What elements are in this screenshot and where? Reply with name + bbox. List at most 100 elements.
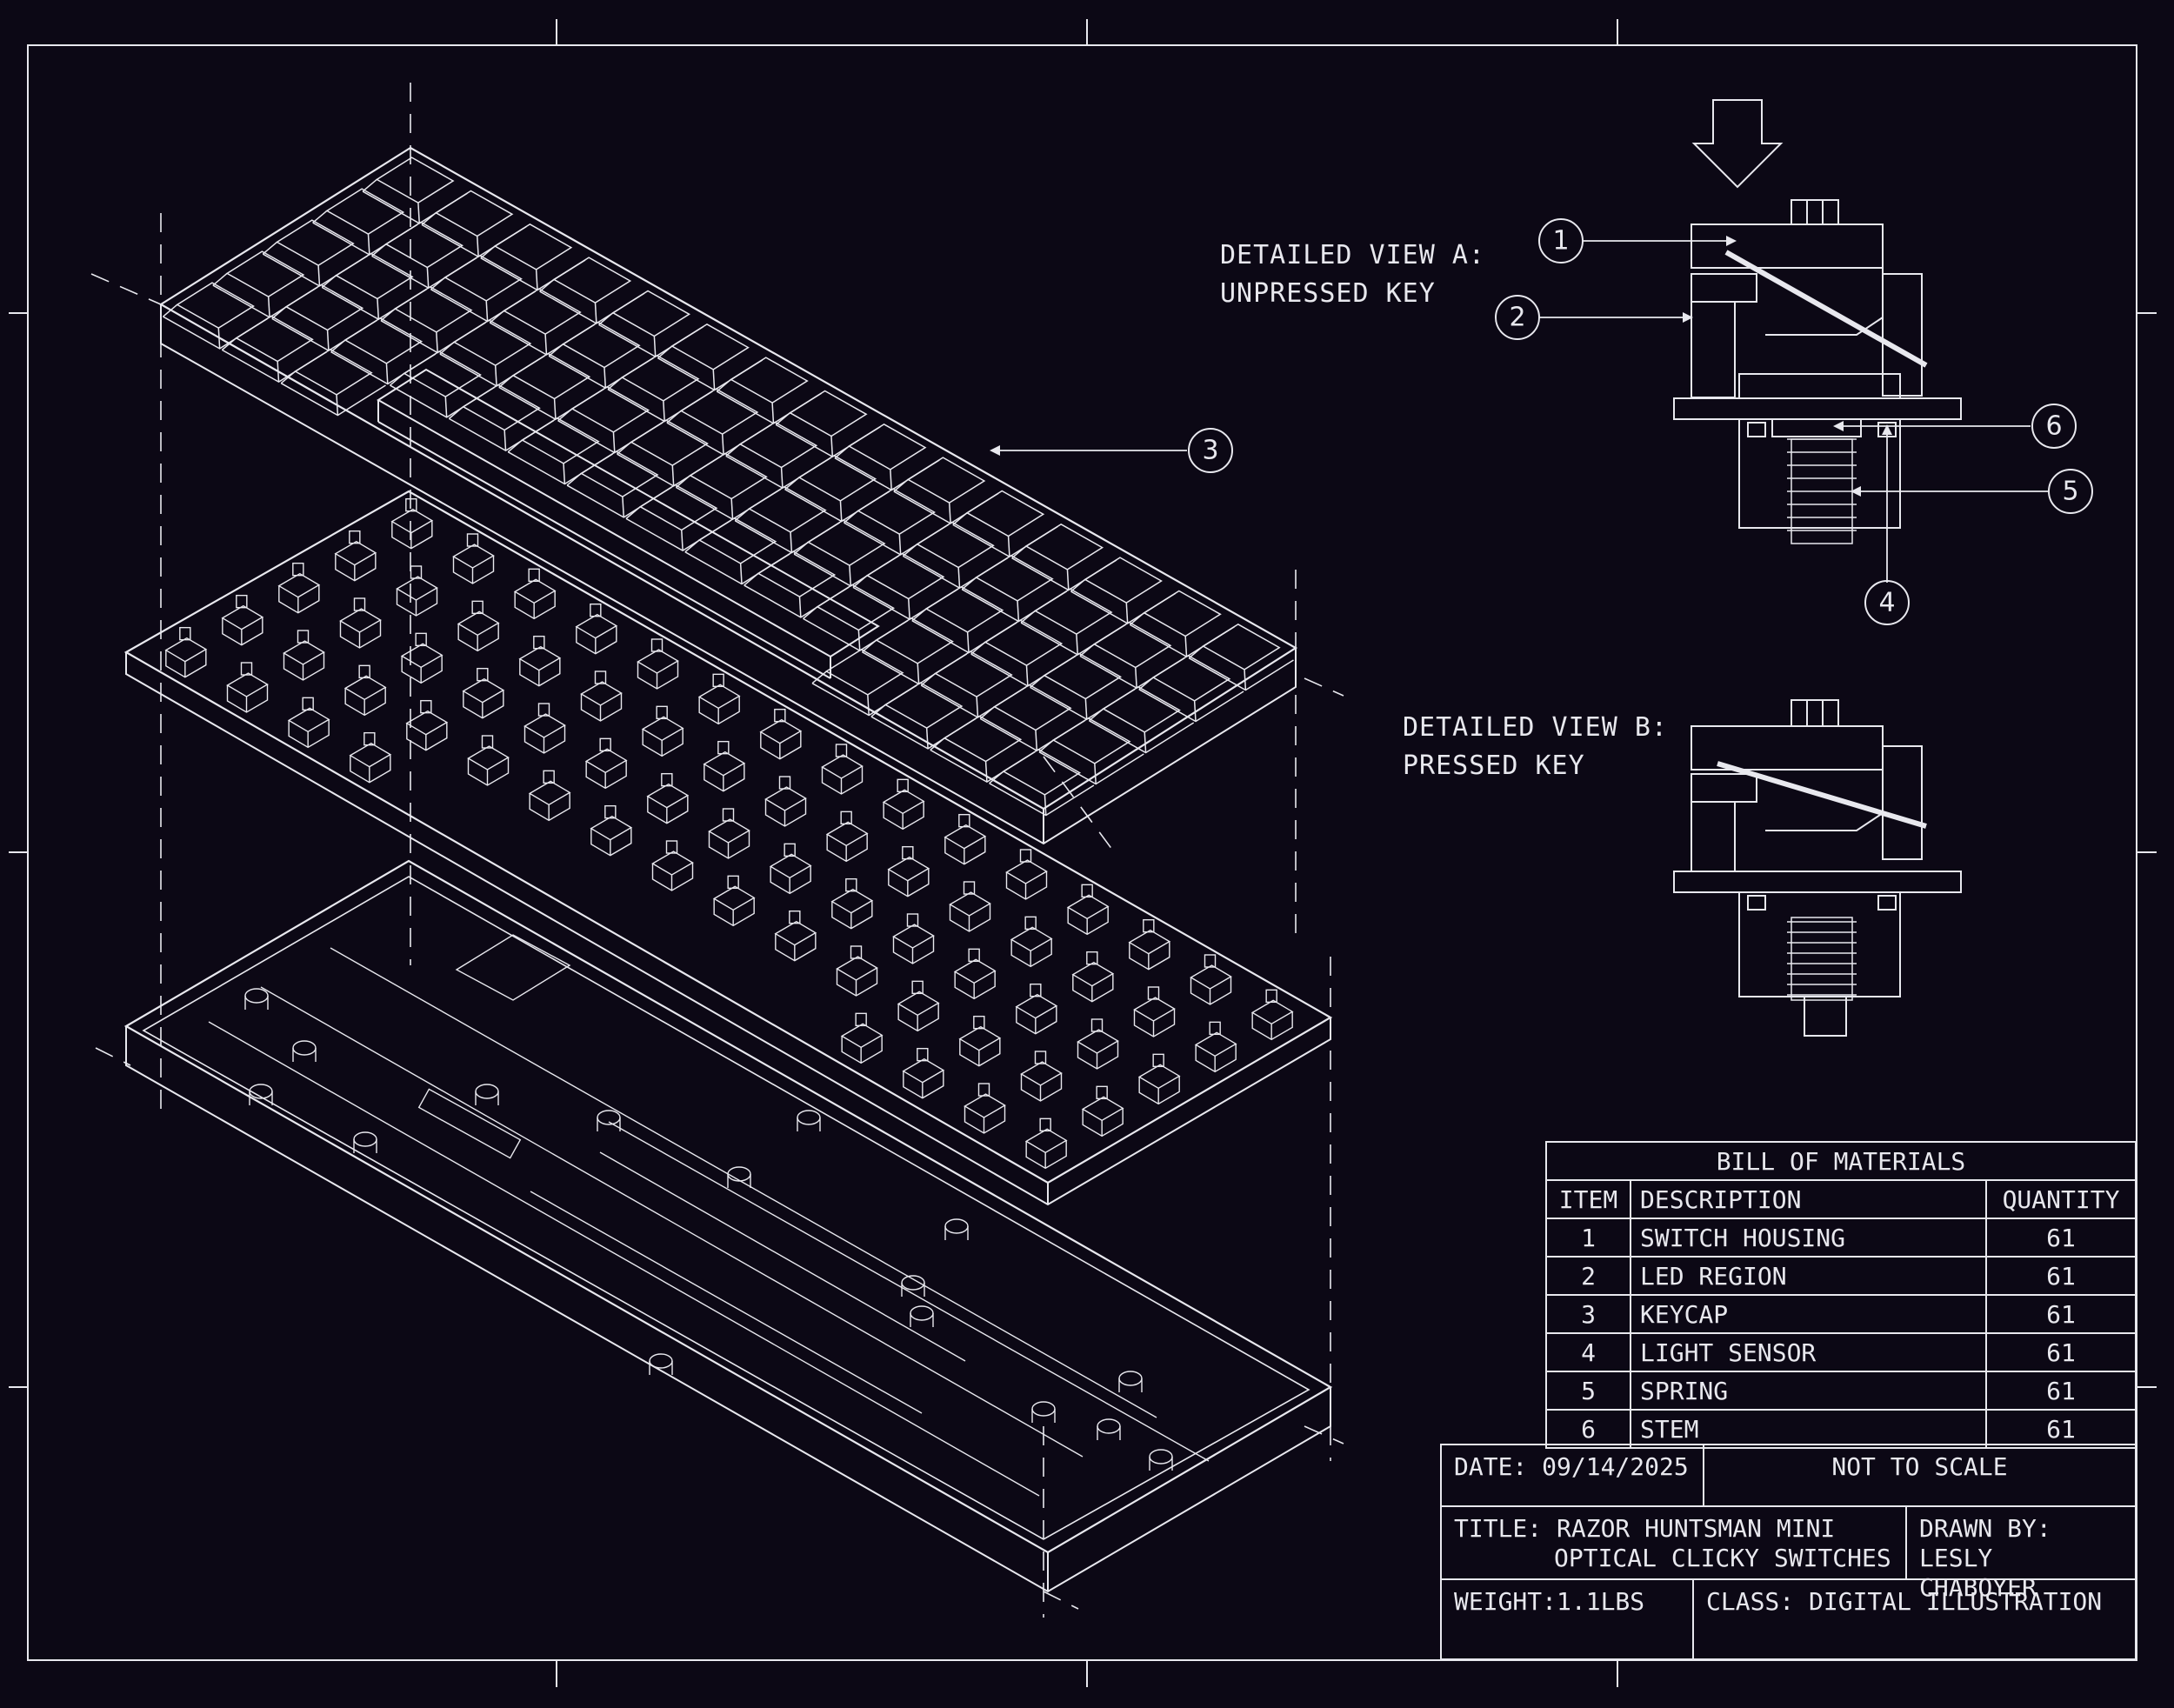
switch xyxy=(897,980,940,1032)
detail-view-b xyxy=(1673,699,1962,1037)
case-post xyxy=(1118,1371,1143,1392)
keycap xyxy=(852,552,958,621)
bom-quantity: 61 xyxy=(1985,1332,2137,1372)
switch xyxy=(708,808,750,859)
bom-quantity: 61 xyxy=(1985,1371,2137,1411)
switch xyxy=(764,776,807,827)
switch xyxy=(1010,916,1053,968)
switch-plate-layer xyxy=(123,490,1333,1206)
keycap xyxy=(557,385,664,454)
case-post xyxy=(649,1353,673,1375)
keycap-layer xyxy=(158,146,1298,845)
keycap xyxy=(1070,557,1177,624)
bom-description: STEM xyxy=(1630,1409,1987,1449)
keycap xyxy=(725,421,831,490)
switch xyxy=(1133,986,1176,1037)
keycap xyxy=(775,390,881,458)
callout-3 xyxy=(1188,428,1233,473)
switch xyxy=(646,772,690,824)
keycap xyxy=(421,190,527,258)
switch xyxy=(697,673,741,725)
construction-lines xyxy=(90,83,1344,1618)
detail-view-b-title: DETAILED VIEW B: PRESSED KEY xyxy=(1403,709,1668,785)
title-line2: OPTICAL CLICKY SWITCHES xyxy=(1554,1544,1891,1572)
switch xyxy=(830,877,874,930)
detail-view-a-line1: DETAILED VIEW A: xyxy=(1220,240,1485,270)
case-post xyxy=(901,1275,925,1297)
case-post xyxy=(1149,1449,1173,1471)
keycap xyxy=(1088,685,1195,754)
keycap xyxy=(1138,654,1244,723)
detail-view-a-title: DETAILED VIEW A: UNPRESSED KEY xyxy=(1220,237,1485,313)
switch xyxy=(339,597,382,649)
bom-quantity: 61 xyxy=(1985,1218,2137,1258)
callout-4 xyxy=(1864,580,1910,625)
switch xyxy=(1071,951,1115,1003)
keycap xyxy=(598,290,704,358)
switch xyxy=(1250,989,1294,1041)
keycap xyxy=(716,357,822,424)
bom-item: 6 xyxy=(1545,1409,1631,1449)
switch xyxy=(467,735,510,786)
case-post xyxy=(1097,1418,1121,1440)
keycap xyxy=(793,519,899,587)
press-arrow-icon xyxy=(1691,99,1784,189)
keycap xyxy=(430,254,537,323)
callout-3-label: 3 xyxy=(1202,436,1218,466)
keycap xyxy=(566,450,672,518)
bom-item: 5 xyxy=(1545,1371,1631,1411)
switch xyxy=(513,568,557,620)
keycap xyxy=(744,550,850,618)
keycap xyxy=(834,423,940,491)
switch xyxy=(580,671,623,722)
switch xyxy=(836,945,878,997)
case-post xyxy=(475,1084,499,1105)
switch xyxy=(637,638,679,690)
switch xyxy=(902,1047,945,1099)
switch xyxy=(400,632,443,684)
bom-header-item: ITEM xyxy=(1545,1179,1631,1219)
drawn-by-name: LESLY CHABOYER xyxy=(1919,1544,2037,1602)
switch xyxy=(277,562,321,614)
bom-item: 3 xyxy=(1545,1294,1631,1334)
frame-ticks xyxy=(9,19,2157,1687)
callout-5 xyxy=(2048,469,2093,514)
case-post xyxy=(292,1040,317,1062)
switch xyxy=(462,667,505,719)
keycap xyxy=(607,354,713,423)
switch xyxy=(759,708,803,760)
date-cell: DATE: 09/14/2025 xyxy=(1440,1444,1704,1507)
callout-1 xyxy=(1538,218,1584,264)
switch xyxy=(590,804,633,857)
keycap xyxy=(952,490,1058,558)
keycap xyxy=(1011,523,1117,591)
bom-header-description: DESCRIPTION xyxy=(1630,1179,1987,1219)
switch xyxy=(953,948,997,1000)
keycap xyxy=(684,517,790,585)
keycap xyxy=(870,682,977,750)
scale-cell: NOT TO SCALE xyxy=(1703,1444,2137,1507)
switch xyxy=(1128,918,1171,971)
switch xyxy=(287,697,330,749)
keycap xyxy=(675,452,782,521)
switch xyxy=(1194,1021,1237,1073)
keycap xyxy=(625,484,731,552)
switch xyxy=(457,600,500,652)
bom-quantity: 61 xyxy=(1985,1256,2137,1296)
keycap xyxy=(920,651,1026,718)
detail-view-a xyxy=(1673,99,1962,544)
keycap xyxy=(221,315,328,384)
keycap xyxy=(970,619,1077,687)
case-post xyxy=(597,1110,621,1131)
bom-item: 1 xyxy=(1545,1218,1631,1258)
switch xyxy=(164,626,208,678)
keycap xyxy=(989,748,1095,817)
switch xyxy=(226,662,269,713)
case-layer xyxy=(123,859,1333,1593)
detail-view-b-line1: DETAILED VIEW B: xyxy=(1403,712,1668,743)
bill-of-materials: BILL OF MATERIALS ITEM DESCRIPTION QUANT… xyxy=(1545,1141,2137,1449)
